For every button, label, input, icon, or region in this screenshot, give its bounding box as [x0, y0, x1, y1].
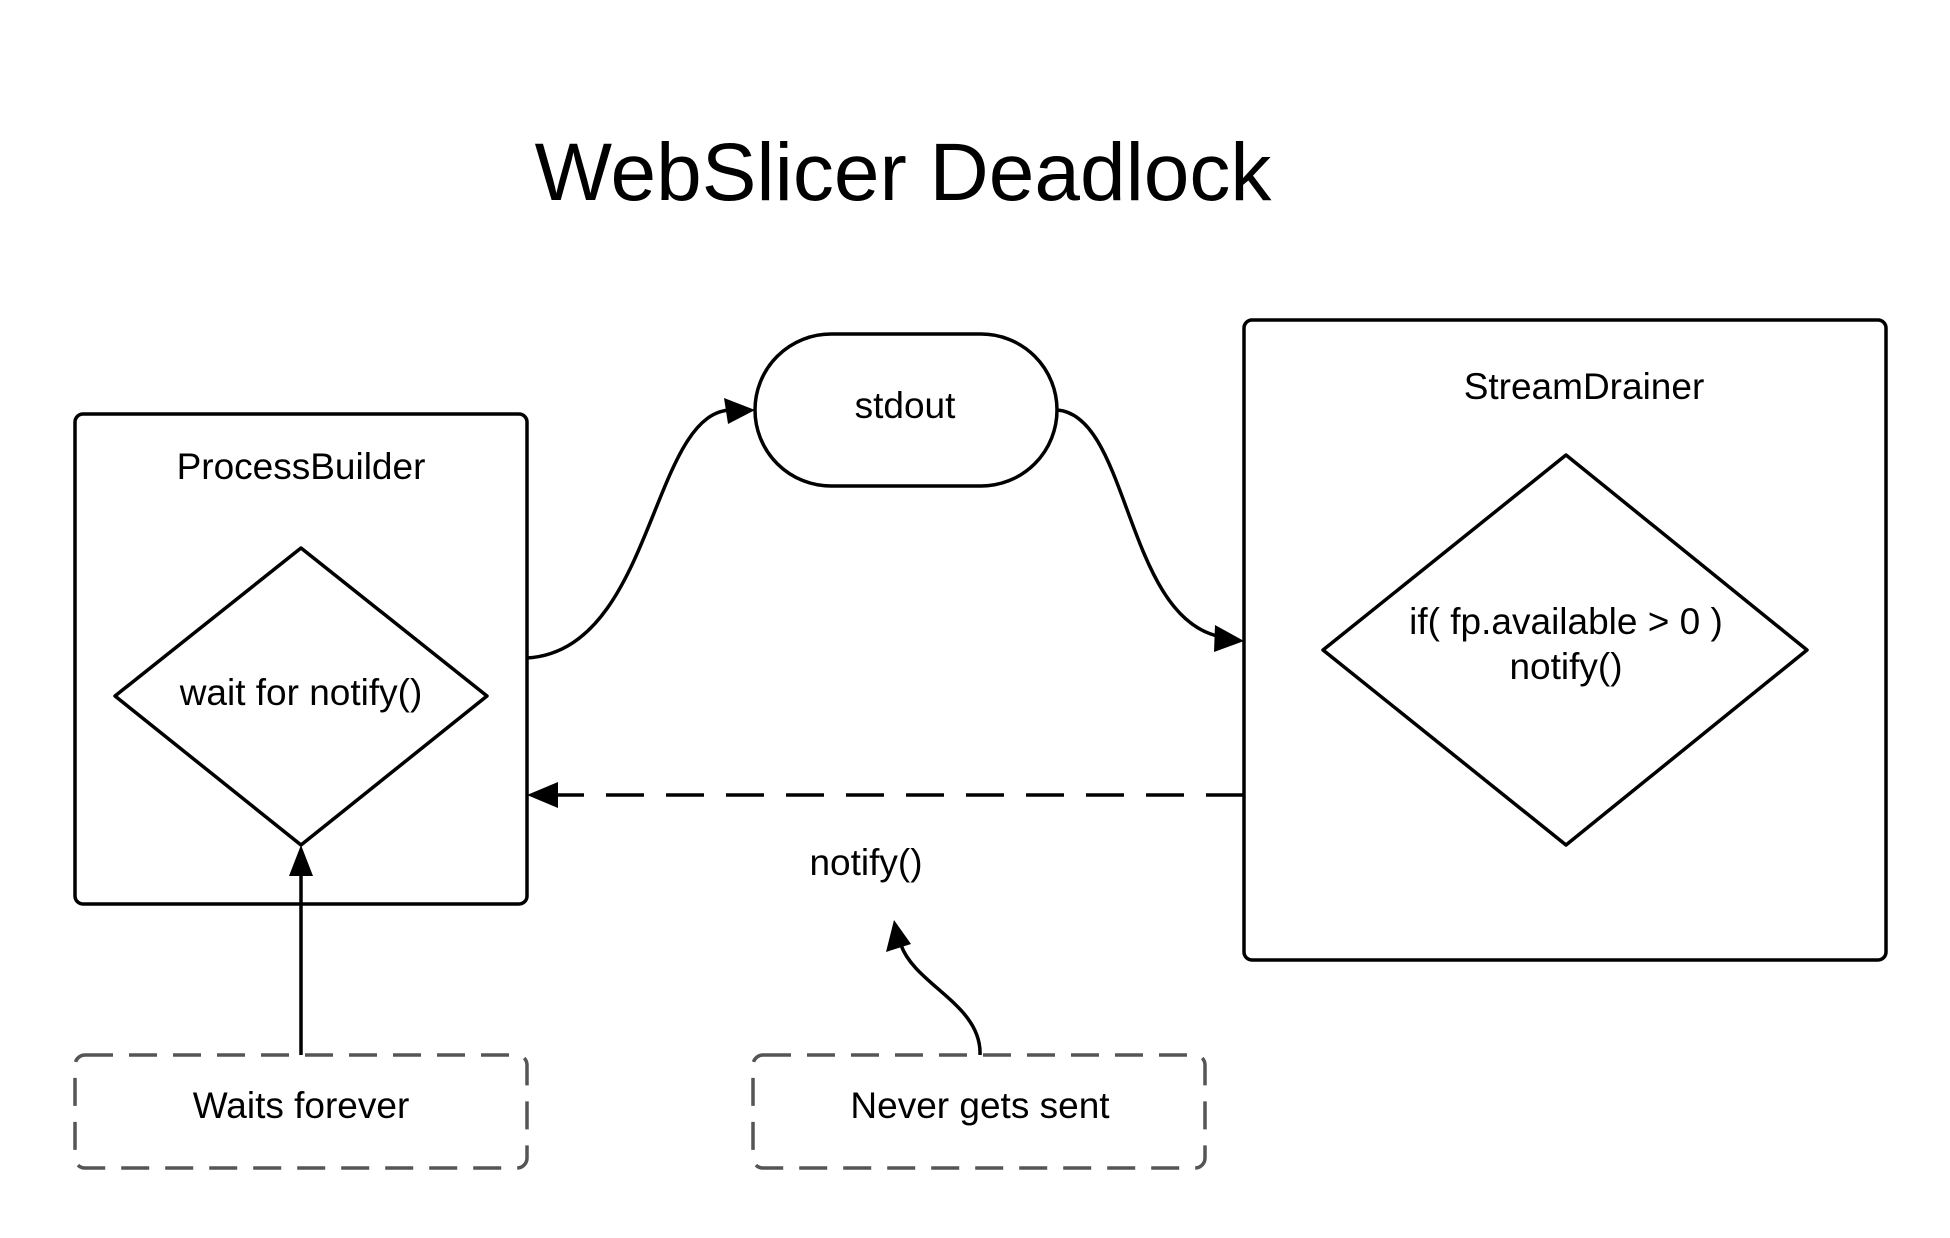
process-builder-label: ProcessBuilder: [177, 446, 426, 487]
never-gets-sent-note: Never gets sent: [751, 1053, 1207, 1170]
stdout-to-drainer-connector: [1056, 408, 1244, 652]
waits-forever-arrowhead: [289, 845, 313, 876]
wait-for-notify-decision: wait for notify(): [113, 546, 489, 847]
available-check-decision: if( fp.available > 0 ) notify(): [1321, 453, 1809, 847]
never-gets-sent-arrowhead: [886, 920, 911, 952]
available-check-line2: notify(): [1509, 646, 1622, 687]
diagram-title: WebSlicer Deadlock: [535, 127, 1273, 218]
notify-dashed-connector: [527, 782, 1244, 808]
never-gets-sent-connector: [886, 920, 982, 1056]
waits-forever-note: Waits forever: [73, 1053, 529, 1170]
process-to-stdout-arrowhead: [724, 398, 755, 424]
stdout-label: stdout: [855, 385, 957, 426]
never-gets-sent-label: Never gets sent: [850, 1085, 1110, 1126]
wait-for-notify-label: wait for notify(): [179, 672, 423, 713]
stream-drainer-label: StreamDrainer: [1464, 366, 1705, 407]
notify-connector-label: notify(): [809, 842, 922, 883]
waits-forever-connector: [289, 845, 313, 1055]
notify-dashed-arrowhead: [527, 782, 558, 808]
available-check-line1: if( fp.available > 0 ): [1409, 601, 1723, 642]
waits-forever-label: Waits forever: [193, 1085, 410, 1126]
stdout-to-drainer-arrowhead: [1214, 625, 1244, 652]
process-to-stdout-connector: [526, 398, 755, 660]
stdout-terminator: stdout: [753, 332, 1059, 488]
